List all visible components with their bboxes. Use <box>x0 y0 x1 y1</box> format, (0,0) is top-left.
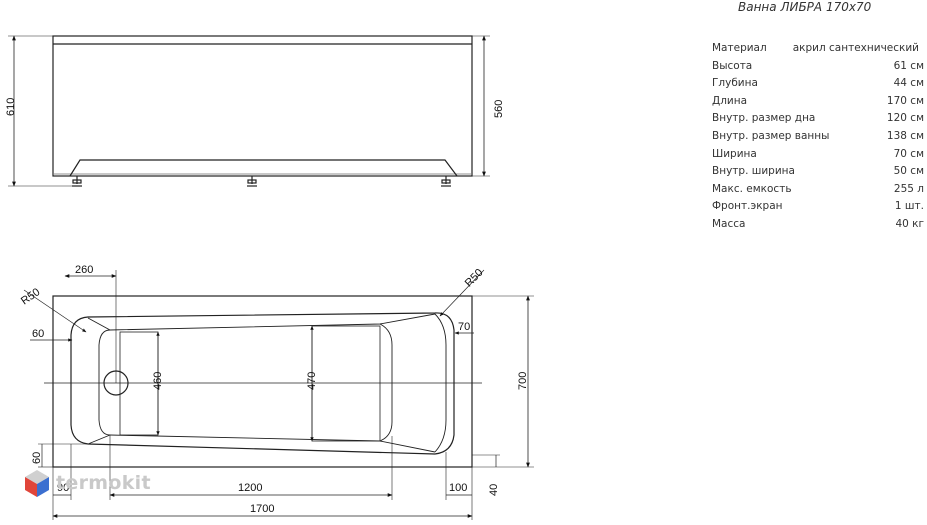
spec-label: Высота <box>712 59 753 72</box>
spec-value: акрил сантехнический <box>792 42 920 54</box>
dim-width-700: 700 <box>517 372 529 390</box>
spec-row: Внутр. размер ванны 138 см <box>712 128 924 146</box>
product-title: Ванна ЛИБРА 170х70 <box>738 0 872 14</box>
spec-row: Макс. емкость 255 л <box>712 181 924 199</box>
spec-label: Длина <box>712 94 748 107</box>
dim-left-inset-60: 60 <box>32 328 44 340</box>
dim-front-560: 560 <box>493 100 505 118</box>
spec-value: 138 см <box>886 129 924 142</box>
spec-label: Ширина <box>712 147 757 160</box>
spec-label: Внутр. ширина <box>712 165 795 178</box>
spec-value: 170 см <box>886 94 924 107</box>
dim-radius-right: R50 <box>463 267 486 290</box>
spec-value: 61 см <box>893 59 924 72</box>
spec-value: 40 кг <box>895 217 924 230</box>
top-view <box>23 269 534 520</box>
dim-left-margin-90: 90 <box>57 482 69 494</box>
spec-row: Глубина 44 см <box>712 75 924 93</box>
dim-bottom-inset-60: 60 <box>31 452 43 464</box>
spec-label: Масса <box>712 217 746 230</box>
dim-radius-left: R50 <box>19 286 42 307</box>
spec-label: Материал <box>712 42 767 54</box>
dim-drain-260: 260 <box>75 264 93 276</box>
bottom-pad <box>311 325 381 442</box>
dim-right-margin-100: 100 <box>449 482 467 494</box>
tub-rim-outline <box>52 295 473 468</box>
dim-rim-40: 40 <box>488 484 500 496</box>
spec-row: Ширина 70 см <box>712 146 924 164</box>
front-view <box>8 35 490 187</box>
cube-logo-icon <box>25 470 49 497</box>
spec-value: 1 шт. <box>894 200 924 213</box>
spec-row: Длина 170 см <box>712 93 924 111</box>
front-foot-middle <box>247 176 257 187</box>
spec-row: Масса 40 кг <box>712 216 924 234</box>
front-screen-outline <box>52 35 473 177</box>
front-foot-left <box>72 176 82 187</box>
spec-row: Внутр. ширина 50 см <box>712 163 924 181</box>
spec-label: Макс. емкость <box>712 182 792 195</box>
brand-logo: termokit <box>22 468 151 498</box>
spec-row: Фронт.экран 1 шт. <box>712 198 924 216</box>
dim-bottom-length-1200: 1200 <box>238 482 262 494</box>
spec-value: 70 см <box>893 147 924 160</box>
spec-row: Высота 61 см <box>712 58 924 76</box>
spec-value: 50 см <box>893 165 924 178</box>
dim-front-610: 610 <box>5 98 17 116</box>
spec-label: Внутр. размер ванны <box>712 129 830 142</box>
spec-label: Внутр. размер дна <box>712 112 816 125</box>
spec-row: Материал акрил сантехнический <box>712 40 924 58</box>
spec-row: Внутр. размер дна 120 см <box>712 110 924 128</box>
dim-right-inset-70: 70 <box>458 321 470 333</box>
logo-text: termokit <box>56 472 151 494</box>
tub-bottom-profile <box>69 159 458 177</box>
tub-bowl-outline <box>70 312 455 455</box>
front-foot-right <box>441 176 451 187</box>
spec-value: 120 см <box>886 112 924 125</box>
dim-headrest-460: 460 <box>152 372 164 390</box>
spec-value: 44 см <box>893 77 924 90</box>
dim-total-length-1700: 1700 <box>250 503 274 515</box>
spec-label: Глубина <box>712 77 758 90</box>
dim-bottom-470: 470 <box>306 372 318 390</box>
spec-value: 255 л <box>893 182 924 195</box>
spec-label: Фронт.экран <box>712 200 783 213</box>
